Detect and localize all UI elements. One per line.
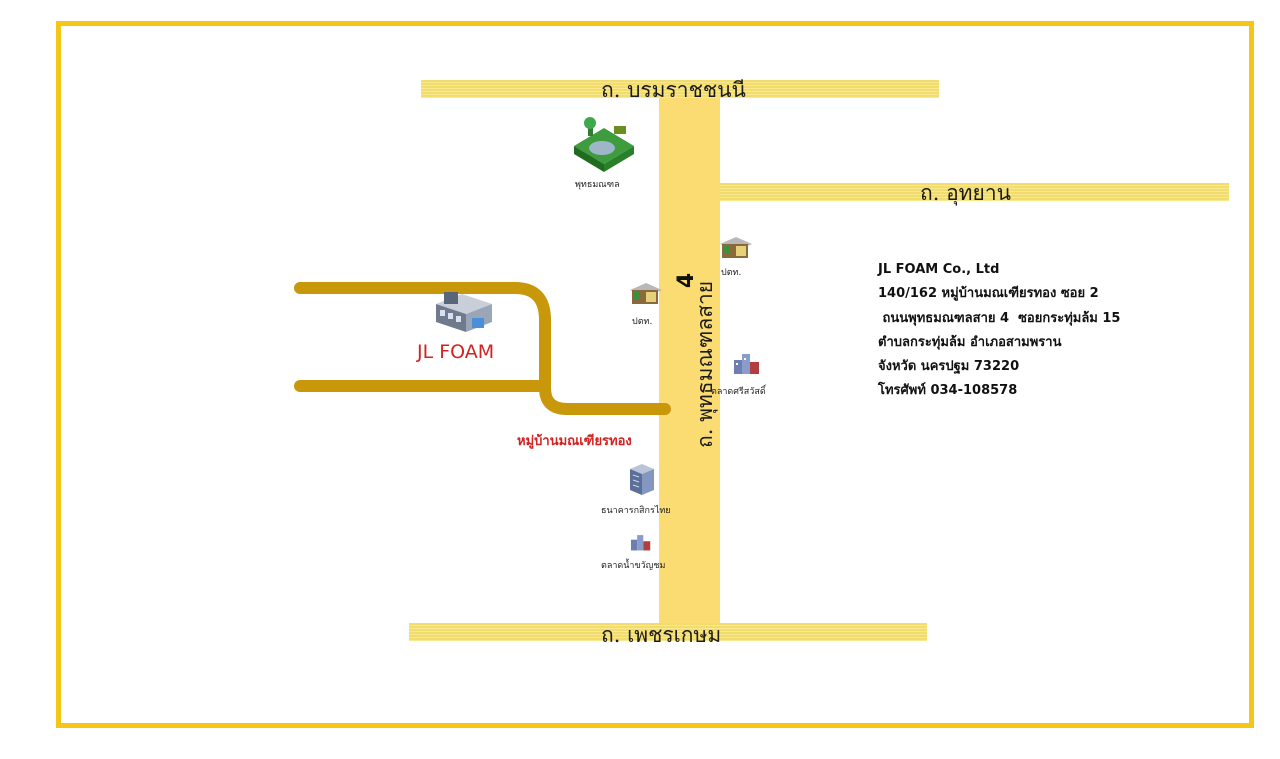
gas-station-icon-right [720,237,752,258]
map-frame [56,21,1254,728]
address-block: JL FOAM Co., Ltd 140/162 หมู่บ้านมณเฑียร… [878,258,1120,404]
village-label: หมู่บ้านมณเฑียรทอง [517,434,632,449]
market-label-bottom: ตลาดน้ำขวัญชม [601,561,666,571]
road-right [712,183,1229,201]
gas-station-label-right: ปตท. [721,268,742,278]
bank-label: ธนาคารกสิกรไทย [601,506,671,516]
market-icon-bottom [631,535,651,551]
company-name: JL FOAM [417,341,495,363]
bank-building-icon [630,464,654,495]
local-road [294,282,671,415]
road-top [421,80,939,98]
address-line-company: JL FOAM Co., Ltd [878,262,1000,277]
address-line-province: จังหวัด นครปฐม 73220 [878,359,1020,375]
gas-station-label-left: ปตท. [632,317,653,327]
road-label-bottom: ถ. เพชรเกษม [601,623,722,647]
market-label-right: ตลาดศรีสวัสดิ์ [711,387,766,397]
road-vertical [659,98,720,623]
road-label-right: ถ. อุทยาน [920,181,1011,205]
gas-station-icon-left [630,283,662,304]
road-label-top: ถ. บรมราชชนนี [601,78,746,102]
road-label-vertical: ถ. พุทธมณฑลสาย [693,280,717,448]
address-line-road: ถนนพุทธมณฑลสาย 4 ซอยกระทุ่มล้ม 15 [878,310,1121,326]
park-label: พุทธมณฑล [575,180,620,190]
road-bottom [409,623,927,641]
address-line-phone: โทรศัพท์ 034-108578 [878,383,1018,399]
market-icon-right [734,354,759,374]
address-line-street: 140/162 หมู่บ้านมณเฑียรทอง ซอย 2 [878,286,1099,302]
park-icon [574,117,634,172]
address-line-district: ตำบลกระทุ่มล้ม อำเภอสามพราน [878,334,1062,350]
factory-icon [436,292,492,332]
